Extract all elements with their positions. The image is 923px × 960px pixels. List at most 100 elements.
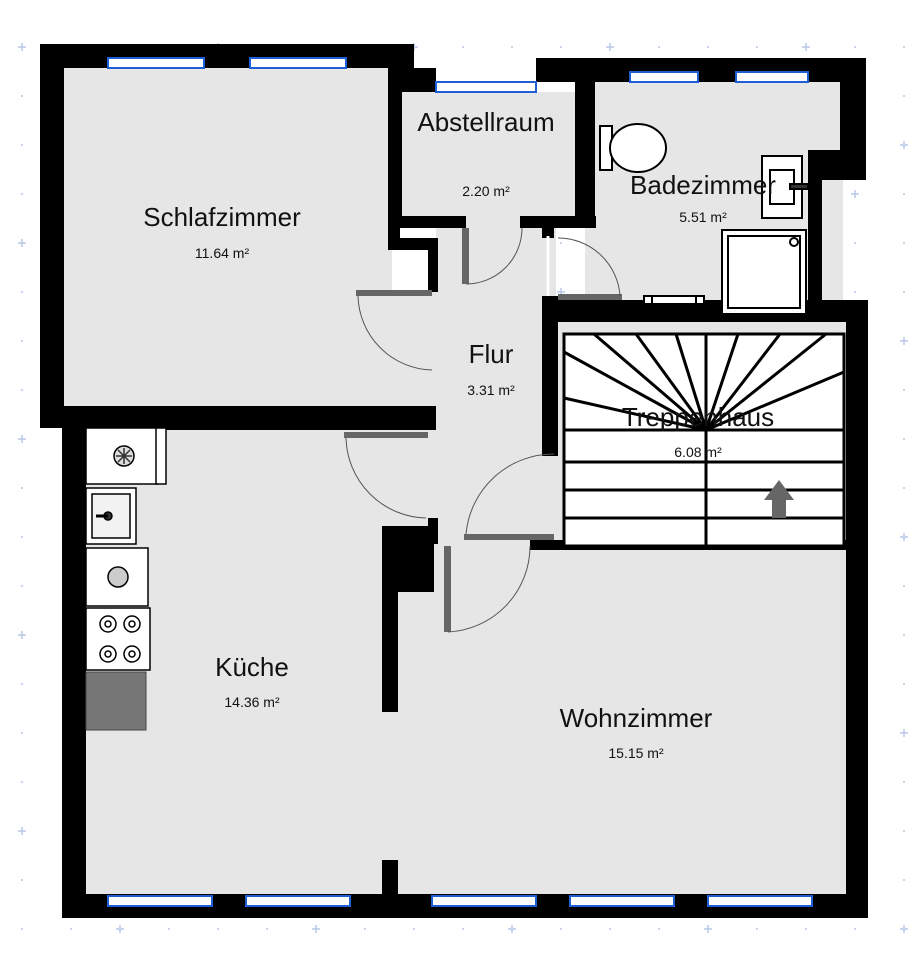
windows xyxy=(107,57,813,907)
room-area-badezimmer: 5.51 m² xyxy=(679,209,727,225)
floor-flur-south xyxy=(380,430,556,526)
grid-marker xyxy=(805,928,807,930)
grid-marker xyxy=(854,291,856,293)
wall-flur-west-upper xyxy=(428,238,438,292)
grid-marker xyxy=(903,487,905,489)
grid-marker xyxy=(903,533,905,541)
grid-marker xyxy=(903,95,905,97)
grid-marker xyxy=(168,928,170,930)
wall-left-upper xyxy=(40,44,64,428)
grid-marker xyxy=(854,190,856,198)
grid-marker xyxy=(21,827,23,835)
room-name-abstellraum: Abstellraum xyxy=(417,107,554,137)
wall-top-right xyxy=(536,58,866,82)
grid-marker xyxy=(21,291,23,293)
grid-marker xyxy=(21,781,23,783)
wall-treppe-top xyxy=(556,300,856,322)
window xyxy=(435,81,537,93)
room-area-kueche: 14.36 m² xyxy=(224,694,280,710)
grid-marker xyxy=(21,340,23,342)
washbasin-icon xyxy=(761,155,809,219)
grid-marker xyxy=(21,928,23,930)
grid-marker xyxy=(511,46,513,48)
window xyxy=(245,895,351,907)
grid-marker xyxy=(756,46,758,48)
grid-marker xyxy=(217,928,219,930)
grid-marker xyxy=(21,536,23,538)
room-name-kueche: Küche xyxy=(215,652,289,682)
grid-marker xyxy=(903,830,905,832)
room-area-schlafzimmer: 11.64 m² xyxy=(195,245,250,261)
grid-marker xyxy=(707,925,709,933)
wall-flur-east-upper xyxy=(542,216,554,238)
shower-icon xyxy=(721,229,807,315)
dishwasher-icon xyxy=(85,547,149,607)
window xyxy=(249,57,347,69)
grid-marker xyxy=(756,928,758,930)
grid-marker xyxy=(854,242,856,244)
wall-schlafzimmer-south xyxy=(64,406,436,430)
wall-flur-south-right xyxy=(428,518,438,544)
door-wohnzimmer xyxy=(444,545,531,633)
room-area-treppenhaus: 6.08 m² xyxy=(674,444,722,460)
grid-marker xyxy=(609,43,611,51)
stair-direction-arrow-icon xyxy=(764,480,794,518)
grid-marker xyxy=(805,43,807,51)
room-area-wohnzimmer: 15.15 m² xyxy=(608,745,664,761)
floor-wohnzimmer xyxy=(386,540,848,896)
grid-marker xyxy=(21,631,23,639)
grid-marker xyxy=(21,239,23,247)
window xyxy=(107,57,205,69)
door-schlafzimmer xyxy=(356,290,433,371)
wall-bath-east xyxy=(808,150,822,316)
kitchen-counter xyxy=(85,671,147,731)
room-area-abstellraum: 2.20 m² xyxy=(462,183,510,199)
grid-marker xyxy=(903,879,905,881)
grid-marker xyxy=(21,683,23,685)
room-area-flur: 3.31 m² xyxy=(467,382,515,398)
wall-top-left xyxy=(40,44,414,68)
window xyxy=(107,895,213,907)
grid-marker xyxy=(21,144,23,146)
window xyxy=(707,895,813,907)
grid-marker xyxy=(903,585,905,587)
grid-marker xyxy=(511,925,513,933)
toilet-icon xyxy=(599,123,667,173)
room-name-wohnzimmer: Wohnzimmer xyxy=(560,703,713,733)
wall-abstellraum-west xyxy=(388,82,402,228)
grid-marker xyxy=(609,928,611,930)
stove-icon xyxy=(85,607,151,671)
grid-marker xyxy=(658,46,660,48)
wall-schlafzimmer-east-lower xyxy=(388,238,436,250)
grid-marker xyxy=(903,389,905,391)
grid-marker xyxy=(903,925,905,933)
grid-marker xyxy=(854,928,856,930)
door-badezimmer xyxy=(546,236,622,300)
grid-marker xyxy=(70,928,72,930)
grid-marker xyxy=(903,242,905,244)
grid-marker xyxy=(903,729,905,737)
grid-marker xyxy=(266,928,268,930)
grid-marker xyxy=(903,193,905,195)
wall-flur-east xyxy=(542,296,558,456)
grid-marker xyxy=(21,435,23,443)
fridge-icon xyxy=(85,427,167,485)
grid-marker xyxy=(903,438,905,440)
grid-marker xyxy=(21,732,23,734)
towel-rail-icon xyxy=(643,295,705,316)
wall-kueche-wohn-divider-low xyxy=(382,860,398,896)
grid-marker xyxy=(462,928,464,930)
grid-marker xyxy=(21,193,23,195)
room-name-flur: Flur xyxy=(469,339,514,369)
wall-left-lower xyxy=(62,428,86,918)
grid-marker xyxy=(903,634,905,636)
room-labels: Schlafzimmer 11.64 m² Abstellraum 2.20 m… xyxy=(143,107,776,761)
window xyxy=(735,71,809,83)
wall-abstellraum-east xyxy=(575,82,595,228)
grid-marker xyxy=(560,928,562,930)
room-name-badezimmer: Badezimmer xyxy=(630,170,776,200)
grid-marker xyxy=(462,46,464,48)
staircase xyxy=(562,332,846,548)
door-treppenhaus xyxy=(464,453,555,540)
